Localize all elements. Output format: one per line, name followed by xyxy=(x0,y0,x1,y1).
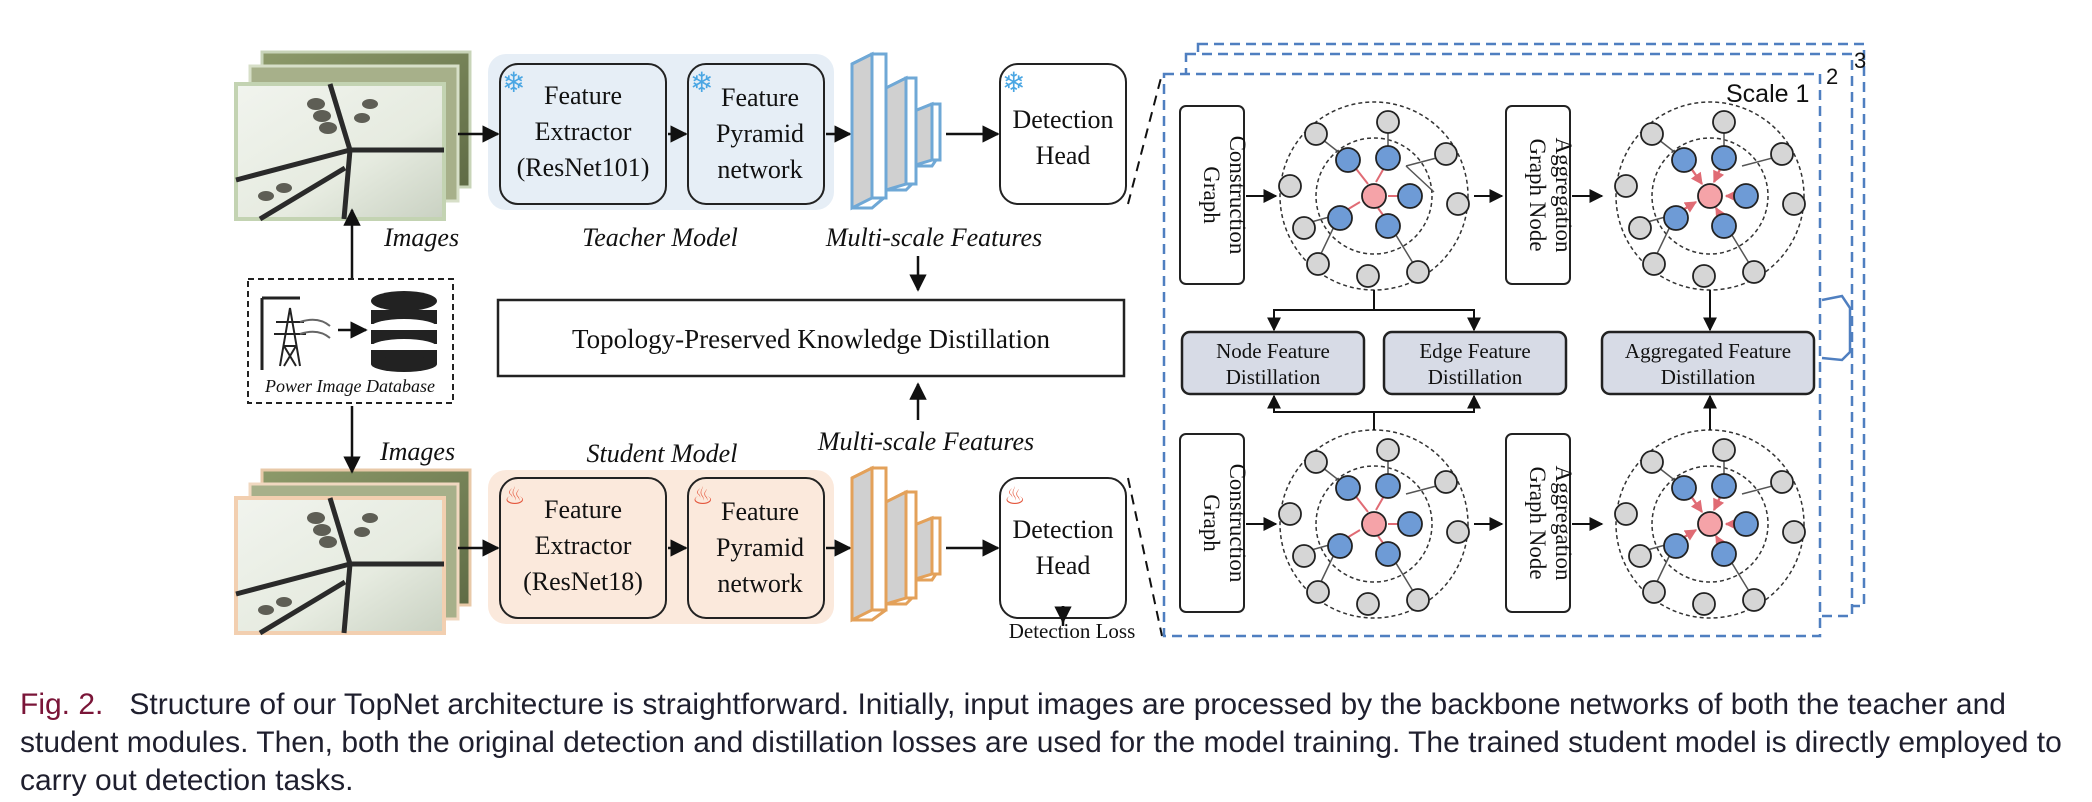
student-head-line1: Detection xyxy=(1012,515,1113,544)
teacher-detection-head xyxy=(999,63,1127,205)
student-feature-cubes xyxy=(850,465,942,623)
teacher-fe-line2: Extractor xyxy=(535,117,632,146)
student-fe-line3: (ResNet18) xyxy=(523,567,643,596)
graph-node-aggregation-bottom: Graph Node Aggregation xyxy=(1505,433,1576,613)
student-fpn xyxy=(687,477,825,619)
database-label: Power Image Database xyxy=(264,376,435,396)
flame-icon: ♨ xyxy=(692,483,714,510)
images-label-bottom: Images xyxy=(379,437,455,466)
gc-top-line1: Graph xyxy=(1199,166,1224,224)
architecture-diagram: Power Image Database Images Images ❄ Fea… xyxy=(234,42,1866,643)
topology-distillation-box xyxy=(496,298,1126,378)
gc-bot-line1: Graph xyxy=(1199,494,1224,552)
graph-node-aggregation-top: Graph Node Aggregation xyxy=(1505,105,1576,285)
detection-loss-label: Detection Loss xyxy=(1009,619,1136,643)
node-feature-distillation: Node Feature Distillation xyxy=(1180,330,1366,396)
teacher-head-line1: Detection xyxy=(1012,105,1113,134)
scale-panels: 3 2 Scale 1 Graph Construction Graph Nod… xyxy=(1162,42,1866,638)
student-fe-line2: Extractor xyxy=(535,531,632,560)
teacher-fpn xyxy=(687,63,825,205)
student-fpn-line2: Pyramid xyxy=(716,533,804,562)
student-head-line2: Head xyxy=(1036,551,1091,580)
figure-number: Fig. 2. xyxy=(20,688,104,721)
teacher-feature-cubes xyxy=(850,51,942,211)
transmission-tower-icon xyxy=(274,307,331,367)
power-image-database: Power Image Database xyxy=(247,278,454,404)
images-label-top: Images xyxy=(383,223,459,252)
efd-line1: Edge Feature xyxy=(1419,339,1530,363)
gc-top-line2: Construction xyxy=(1225,136,1250,255)
teacher-feature-extractor xyxy=(499,63,667,205)
aggregated-feature-distillation: Aggregated Feature Distillation xyxy=(1600,330,1816,396)
afd-line1: Aggregated Feature xyxy=(1625,339,1791,363)
teacher-fe-line3: (ResNet101) xyxy=(517,153,650,182)
snowflake-icon: ❄ xyxy=(690,67,713,98)
graph-bl xyxy=(1278,429,1470,619)
database-icon xyxy=(371,291,437,372)
graph-tl xyxy=(1278,101,1470,291)
scale-1-label: Scale 1 xyxy=(1726,80,1809,108)
student-feature-extractor xyxy=(499,477,667,619)
nfd-line1: Node Feature xyxy=(1216,339,1330,363)
graph-tr xyxy=(1614,101,1806,291)
teacher-fpn-line1: Feature xyxy=(721,83,799,112)
teacher-pipeline: ❄ Feature Extractor (ResNet101) ❄ Featur… xyxy=(458,51,1127,252)
figure-caption: Fig. 2.Structure of our TopNet architect… xyxy=(20,686,2080,800)
flame-icon: ♨ xyxy=(504,483,526,510)
student-model-label: Student Model xyxy=(587,439,738,468)
nfd-line2: Distillation xyxy=(1226,365,1321,389)
gc-bot-line2: Construction xyxy=(1225,464,1250,583)
gna-top-line2: Aggregation xyxy=(1551,138,1576,253)
gna-bot-line2: Aggregation xyxy=(1551,466,1576,581)
graph-br xyxy=(1614,429,1806,619)
student-features-label: Multi-scale Features xyxy=(817,427,1034,456)
edge-feature-distillation: Edge Feature Distillation xyxy=(1382,330,1568,396)
graph-construction-bottom: Graph Construction xyxy=(1179,433,1250,613)
snowflake-icon: ❄ xyxy=(502,67,525,98)
teacher-fpn-line3: network xyxy=(717,155,802,184)
student-pipeline: Student Model Multi-scale Features ♨ Fea… xyxy=(458,427,1135,643)
student-fpn-line3: network xyxy=(717,569,802,598)
efd-line2: Distillation xyxy=(1428,365,1523,389)
teacher-head-line2: Head xyxy=(1036,141,1091,170)
gna-top-line1: Graph Node xyxy=(1525,138,1550,251)
student-fpn-line1: Feature xyxy=(721,497,799,526)
caption-text: Structure of our TopNet architecture is … xyxy=(20,688,2062,797)
student-fe-line1: Feature xyxy=(544,495,622,524)
graph-construction-top: Graph Construction xyxy=(1179,105,1250,285)
scale-3-label: 3 xyxy=(1854,48,1866,73)
gna-bot-line1: Graph Node xyxy=(1525,466,1550,579)
teacher-features-label: Multi-scale Features xyxy=(825,223,1042,252)
scale-2-label: 2 xyxy=(1826,64,1838,89)
afd-line2: Distillation xyxy=(1661,365,1756,389)
teacher-input-images xyxy=(234,50,472,222)
teacher-model-label: Teacher Model xyxy=(582,223,738,252)
student-input-images xyxy=(234,468,472,636)
distillation-label: Topology-Preserved Knowledge Distillatio… xyxy=(572,324,1051,354)
snowflake-icon: ❄ xyxy=(1002,67,1025,98)
teacher-fe-line1: Feature xyxy=(544,81,622,110)
teacher-fpn-line2: Pyramid xyxy=(716,119,804,148)
flame-icon: ♨ xyxy=(1004,483,1026,510)
